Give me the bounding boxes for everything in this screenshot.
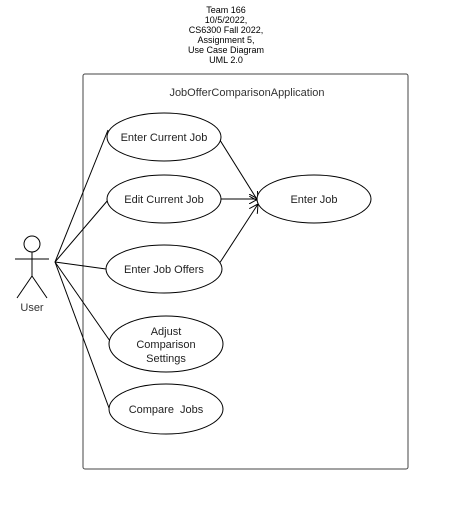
include-arrow-from-enter-current-job xyxy=(217,136,258,201)
label-compare-jobs: Compare Jobs xyxy=(129,404,204,416)
use-case-adjust-comparison-settings xyxy=(108,315,224,373)
association-enter-job-offers xyxy=(54,261,107,270)
include-arrow-from-enter-job-offers xyxy=(218,204,258,265)
association-edit-current-job xyxy=(54,199,109,263)
actor-associations xyxy=(54,129,111,409)
system-name: JobOfferComparisonApplication xyxy=(169,87,324,99)
use-case-enter-current-job xyxy=(106,112,222,162)
include-relations xyxy=(217,136,258,265)
association-enter-current-job xyxy=(54,129,109,263)
label-adjust-line-2: Comparison xyxy=(136,339,195,351)
association-adjust-settings xyxy=(54,261,111,342)
diagram-header: Team 166 10/5/2022, CS6300 Fall 2022, As… xyxy=(176,5,276,65)
label-enter-job-offers: Enter Job Offers xyxy=(124,264,204,276)
actor-head xyxy=(23,235,41,253)
header-team: Team 166 xyxy=(206,5,246,15)
actor-right-leg xyxy=(31,275,48,299)
use-case-compare-jobs xyxy=(108,383,224,435)
label-edit-current-job: Edit Current Job xyxy=(124,194,203,206)
actor-label: User xyxy=(20,302,44,314)
use-case-enter-job xyxy=(256,174,372,224)
use-case-edit-current-job xyxy=(106,174,222,224)
label-enter-job: Enter Job xyxy=(290,194,337,206)
header-diagram-type: Use Case Diagram xyxy=(187,45,265,55)
system-boundary xyxy=(82,73,409,470)
label-adjust-line-1: Adjust xyxy=(151,326,182,338)
association-compare-jobs xyxy=(54,261,110,409)
header-date: 10/5/2022, xyxy=(204,15,248,25)
header-course: CS6300 Fall 2022, xyxy=(188,25,264,35)
use-case-enter-job-offers xyxy=(105,244,223,294)
header-uml-version: UML 2.0 xyxy=(209,55,243,65)
label-enter-current-job: Enter Current Job xyxy=(121,132,208,144)
header-assignment: Assignment 5, xyxy=(197,35,255,45)
label-adjust-line-3: Settings xyxy=(146,353,186,365)
actor-user xyxy=(15,235,49,299)
actor-left-leg xyxy=(16,275,33,299)
